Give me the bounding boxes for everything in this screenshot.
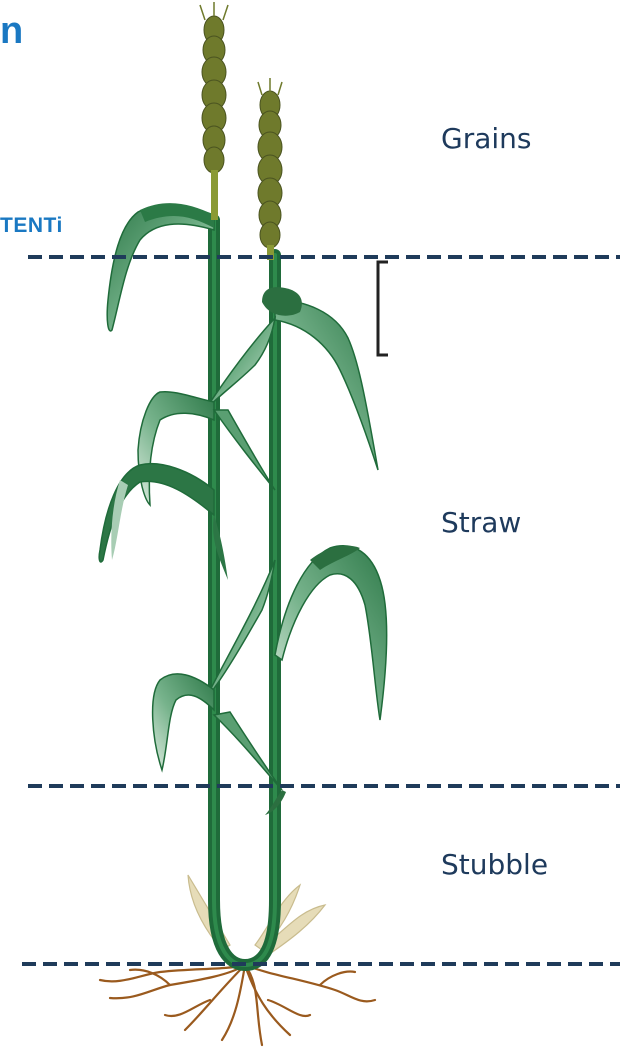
peduncle-left <box>211 170 218 220</box>
flag-leaf-left <box>107 205 214 331</box>
bracket <box>378 262 388 355</box>
label-stubble: Stubble <box>441 851 548 879</box>
label-grains: Grains <box>441 125 531 153</box>
leaf-right-arch <box>275 546 387 720</box>
leaf-diagonal-1 <box>214 410 275 490</box>
wheat-spike-right <box>258 78 282 248</box>
wheat-spike-left <box>200 2 228 173</box>
roots <box>100 965 375 1045</box>
label-straw: Straw <box>441 509 521 537</box>
flag-leaf-right <box>275 300 378 470</box>
